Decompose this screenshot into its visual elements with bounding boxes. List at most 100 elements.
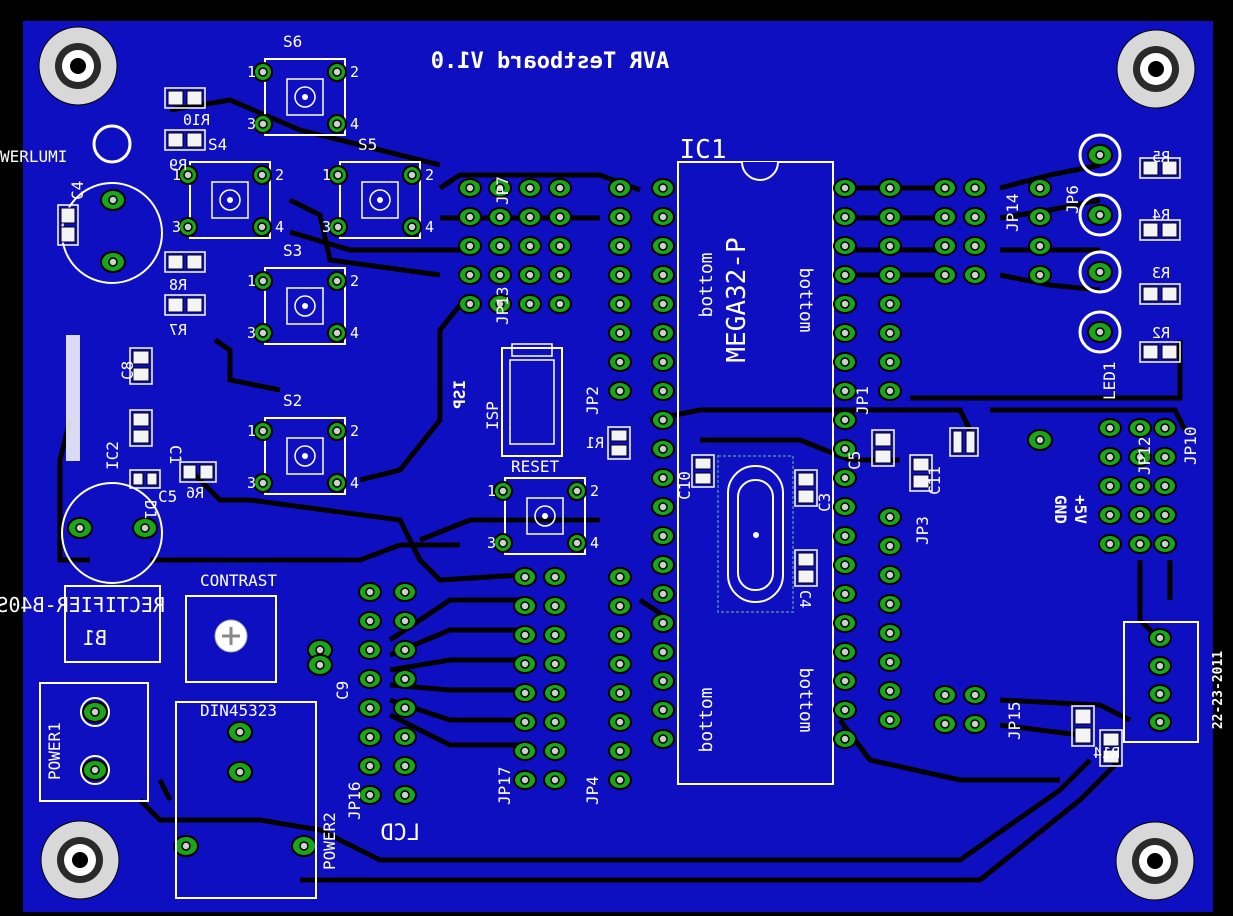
jp17-col2-pin-5-hole [550, 688, 560, 698]
jp17-col2-pin-6-hole [550, 717, 560, 727]
button-4-pin-label-2: 2 [350, 422, 359, 440]
jp7-col1-pin-4-hole [465, 270, 475, 280]
button-5-pad-3-hole [498, 538, 508, 548]
smd-d1-body-pad-1 [132, 472, 144, 486]
refdes-d1: D1 [141, 500, 160, 519]
refdes-jp14: JP14 [1003, 193, 1022, 232]
jp1-pins-pin-2-hole [885, 212, 895, 222]
button-s2[interactable]: S2 [264, 391, 346, 495]
jp7-col2-pin-3-hole [495, 241, 505, 251]
jp17-col2-pin-8-hole [550, 775, 560, 785]
button-2-pad-4-hole [407, 222, 417, 232]
jp3-pins-pin-4-hole [885, 599, 895, 609]
smd-r8-body-pad-1 [167, 254, 184, 270]
button-4-pad-2-hole [332, 426, 342, 436]
smd-c10-body-pad-1 [694, 457, 712, 470]
jp3-pins-pin-2-hole [885, 541, 895, 551]
button-2-pad-1-hole [333, 170, 343, 180]
jp16-col2-pin-4-hole [400, 674, 410, 684]
ic1-pin-right-20-hole [840, 734, 850, 744]
smd-r4-body-pad-2 [1161, 222, 1178, 238]
button-0-pin-label-1: 1 [247, 63, 256, 81]
button-3-pad-3-hole [258, 328, 268, 338]
jp15-col2-pin-2-hole [970, 719, 980, 729]
refdes-jp13: JP13 [493, 286, 512, 325]
misc-pad-16-hole [1095, 327, 1105, 337]
button-2-pin-label-3: 3 [322, 218, 331, 236]
ic1-pin-right-2-hole [840, 212, 850, 222]
jp2-pins-pin-1-hole [615, 183, 625, 193]
button-2-pin-label-1: 1 [322, 166, 331, 184]
button-0-pad-4-hole [332, 119, 342, 129]
button-s4[interactable]: S4 [189, 135, 271, 239]
button-0-pin-label-4: 4 [350, 115, 359, 133]
refdes-c8: C8 [118, 361, 137, 380]
lcd-label: LCD [380, 821, 420, 846]
smd-r5-body-pad-1 [1142, 160, 1159, 176]
ic1-pins [651, 178, 857, 749]
jp6-pins-pin-2-hole [1035, 212, 1045, 222]
ic1-bottom-right2-group: bottom [795, 667, 816, 732]
ic1-pin-left-14-hole [658, 560, 668, 570]
refdes-jp3: JP3 [913, 516, 932, 545]
ic1-pin-right-13-hole [840, 531, 850, 541]
jp13-col1-pin-5-hole [525, 299, 535, 309]
jp1-pins-pin-5-hole [885, 299, 895, 309]
misc-pad-5-hole [75, 523, 85, 533]
pin-headers [358, 178, 1177, 805]
smd-c10-body-pad-2 [694, 472, 712, 485]
jp16-col1-pin-3-hole [365, 645, 375, 655]
smd-r14-body-pad-2 [1074, 727, 1092, 744]
jp12-col2-pin-4-hole [1135, 510, 1145, 520]
button-reset[interactable]: RESET [504, 457, 586, 555]
smd-parts [57, 87, 1181, 767]
jp17-col1-pin-2-hole [520, 601, 530, 611]
smd-r15-body-pad-1 [1102, 732, 1120, 747]
crystal [717, 455, 794, 613]
jp17-col1-pin-6-hole [520, 717, 530, 727]
button-3-pin-label-3: 3 [247, 324, 256, 342]
refdes-c1: C1 [166, 445, 185, 464]
jp10-pins-pin-5-hole [1160, 539, 1170, 549]
refdes-r1: R1 [586, 434, 604, 452]
jp6-pins-pin-1-hole [1035, 183, 1045, 193]
button-4-pad-1-hole [258, 426, 268, 436]
ic1-pin-right-6-hole [840, 328, 850, 338]
smd-r6-body-pad-2 [199, 464, 214, 480]
button-5-pad-4-hole [572, 538, 582, 548]
ic1-name: IC1 [680, 135, 727, 165]
button-0-pad-1-hole [258, 67, 268, 77]
misc-pad-12-hole [315, 660, 325, 670]
jp13-col1-pin-4-hole [525, 270, 535, 280]
jp7-col2-pin-2-hole [495, 212, 505, 222]
ic1-pin-left-3-hole [658, 241, 668, 251]
button-2-pad-3-hole [333, 222, 343, 232]
board-copper-pour [21, 19, 1215, 914]
smd-q1-body-pad-2 [965, 430, 976, 454]
misc-pad-17-hole [1035, 435, 1045, 445]
ic1-pin-left-6-hole [658, 328, 668, 338]
jp16-col2-pin-1-hole [400, 587, 410, 597]
contrast-label: CONTRAST [200, 571, 277, 590]
refdes-r10: R10 [183, 111, 210, 129]
jp10-pins-pin-2-hole [1160, 452, 1170, 462]
button-3-pin-label-1: 1 [247, 272, 256, 290]
v5-label: +5V [1071, 495, 1090, 524]
jp17-col1-pin-4-hole [520, 659, 530, 669]
ic1-pin-left-9-hole [658, 415, 668, 425]
refdes-r14: R14 [1093, 744, 1120, 762]
button-1-pin-label-3: 3 [172, 218, 181, 236]
ic1-pin-right-3-hole [840, 241, 850, 251]
button-s6[interactable]: S6 [264, 32, 346, 136]
isp-mirror-label: ISP [450, 380, 469, 409]
jp14-col2-pin-1-hole [970, 183, 980, 193]
smd-c4-body-pad-1 [60, 207, 76, 224]
button-s3[interactable]: S3 [264, 241, 346, 345]
jp2-pins-pin-6-hole [615, 328, 625, 338]
jp6-pins-pin-3-hole [1035, 241, 1045, 251]
jp4-pins-pin-7-hole [615, 746, 625, 756]
button-s2-label: S2 [283, 391, 302, 410]
jp4-pins-pin-1-hole [615, 572, 625, 582]
button-s5[interactable]: S5 [339, 135, 421, 239]
